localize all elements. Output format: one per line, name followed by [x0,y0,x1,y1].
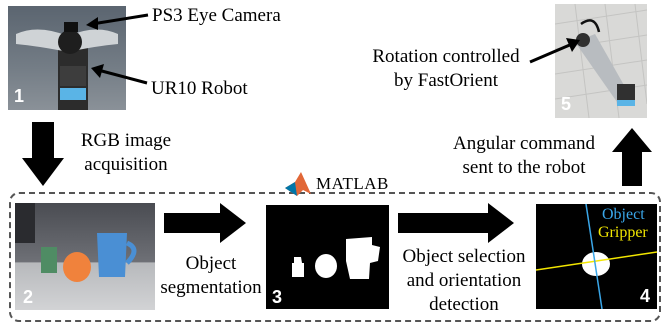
pipeline-dashed-box [9,192,661,322]
rotation-label-line1: Rotation controlled [372,46,520,67]
legend-object: Object [602,206,645,223]
acquisition-label-line2: acquisition [84,154,168,175]
camera-label: PS3 Eye Camera [152,5,281,26]
step-number-1: 1 [14,86,25,106]
right-arrow-2 [398,203,514,243]
command-label-line2: sent to the robot [462,157,586,178]
robot-pointer-arrow [97,68,148,85]
step-number-5: 5 [561,94,572,114]
step-number-2: 2 [23,287,34,307]
objects-photo: 2 [15,203,155,310]
command-label-line1: Angular command [453,133,595,154]
robot-topview-illustration [555,4,647,118]
rotation-label-line2: by FastOrient [394,70,498,91]
right-arrow-1 [164,203,246,243]
matlab-membrane-icon [285,172,311,196]
orientation-axes [536,204,657,309]
camera-pointer-arrowhead [86,17,98,30]
robot-camera-illustration [16,22,118,110]
robot-topview-photo: 5 [555,4,647,118]
rotation-pointer-arrow [529,42,573,64]
robot-label: UR10 Robot [151,78,248,99]
selection-label-line1: Object selection [402,246,526,267]
down-arrow [22,122,64,186]
segmentation-label-line1: Object [185,253,237,274]
orientation-detection: Object Gripper 4 [536,204,657,309]
segmentation-mask: 3 [266,205,389,309]
camera-pointer-arrow [91,13,149,26]
rotation-pointer-arrowhead [566,38,580,52]
matlab-logo [283,170,313,198]
segmentation-blobs [292,237,380,279]
robot-pointer-arrowhead [91,64,104,78]
legend-gripper: Gripper [598,224,648,241]
acquisition-label-line1: RGB image [80,130,172,151]
selection-label-line3: detection [429,294,499,315]
segmentation-label-line2: segmentation [160,277,262,298]
step-number-4: 4 [640,286,651,306]
matlab-label: MATLAB [316,174,389,193]
step-number-3: 3 [272,287,283,307]
selection-label-line2: and orientation [406,270,522,291]
objects-illustration [15,203,137,282]
up-arrow [612,128,652,186]
robot-camera-photo: 1 [8,6,126,110]
